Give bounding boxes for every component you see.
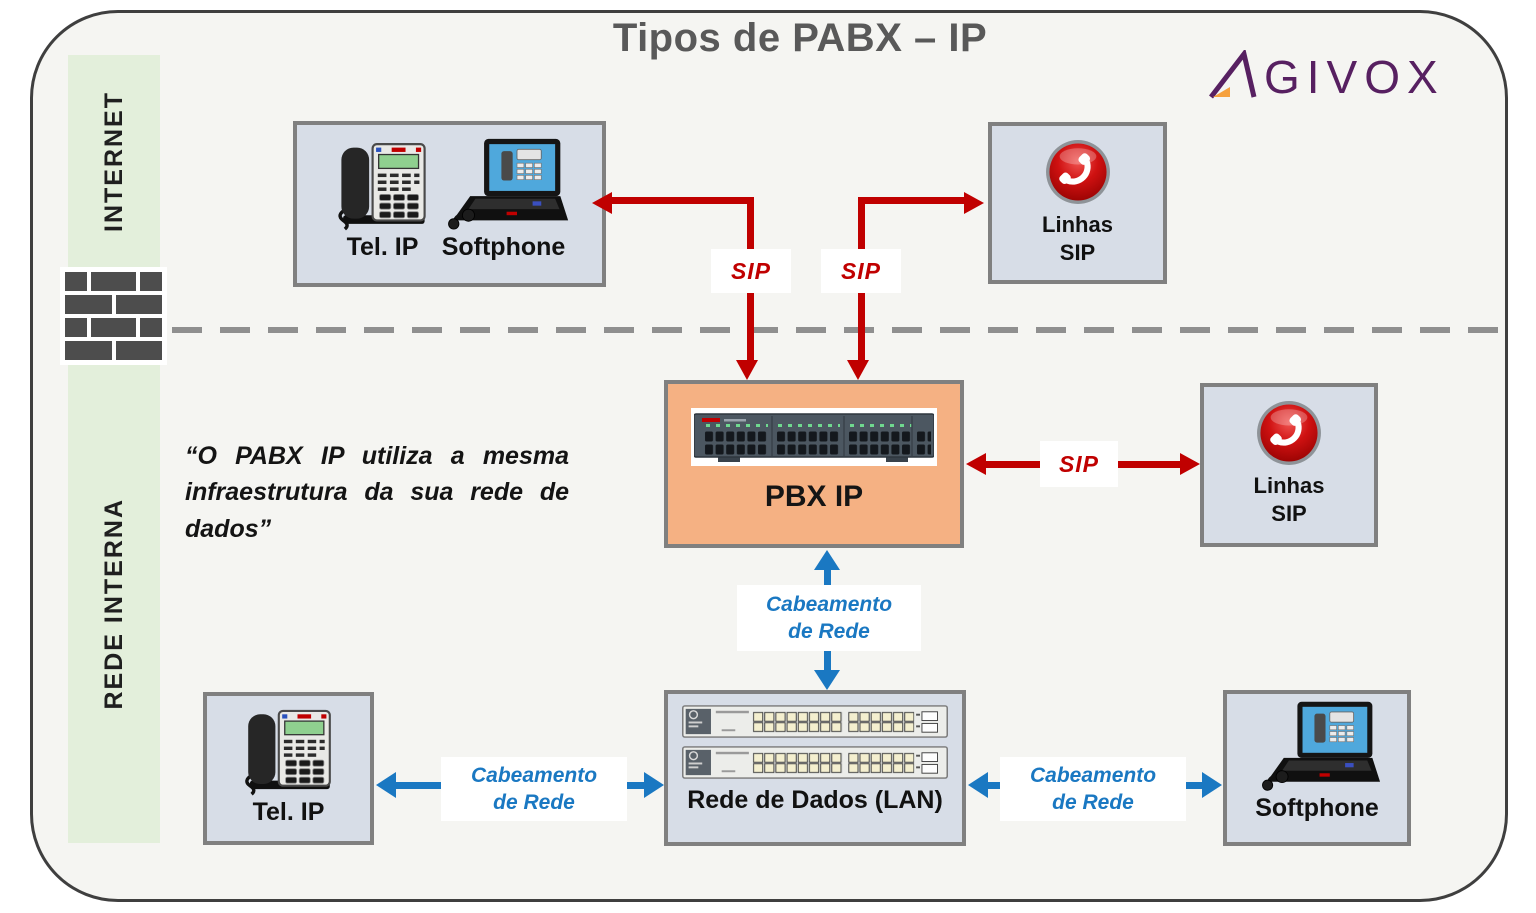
pbx-device-image: [691, 408, 937, 466]
firewall-brick-row: [65, 318, 162, 337]
cabling-label-left: Cabeamento de Rede: [441, 757, 627, 821]
sip-connection-label-left: SIP: [711, 249, 791, 293]
cabling-label-vertical: Cabeamento de Rede: [737, 585, 921, 651]
tel-ip-device: Tel. IP: [331, 137, 435, 262]
cabling-label-line2: de Rede: [788, 620, 870, 643]
firewall-brick: [115, 295, 162, 314]
tel-ip-label: Tel. IP: [346, 233, 419, 261]
ip-phone-icon: [337, 143, 426, 231]
firewall-brick: [139, 318, 162, 337]
network-boundary-dashed-line: [172, 327, 1502, 333]
cabling-label-line2: de Rede: [1052, 791, 1134, 814]
firewall-brick: [115, 341, 162, 360]
sip-arrowhead-right-icon: [1180, 453, 1200, 475]
firewall-brick-row: [65, 341, 162, 360]
internal-network-zone-band: REDE INTERNA: [68, 365, 160, 843]
pbx-quote-text: “O PABX IP utiliza a mesma infraestrutur…: [185, 442, 569, 543]
firewall-brick: [91, 318, 136, 337]
cabling-label-line1: Cabeamento: [1029, 763, 1157, 787]
firewall-brick: [91, 272, 136, 291]
cabling-arrowhead-left-icon: [968, 772, 988, 798]
node-sip-lines-top: Linhas SIP: [988, 122, 1167, 284]
cabling-label-right: Cabeamento de Rede: [1000, 757, 1186, 821]
sip-lines-top-line1: Linhas: [1042, 212, 1113, 237]
sip-lines-top-line2: SIP: [1059, 239, 1096, 265]
cabling-label-line2: de Rede: [493, 791, 575, 814]
node-tel-ip-softphone: Tel. IP Softphone: [293, 121, 606, 287]
cabling-arrowhead-right-icon: [1202, 772, 1222, 798]
network-switch-icon: [682, 746, 948, 779]
sip-arrowhead-left-icon: [592, 192, 612, 214]
sip-arrow-topleft-hline: [612, 197, 752, 204]
internet-zone-label: INTERNET: [99, 91, 128, 232]
sip-lines-right-line1: Linhas: [1253, 473, 1325, 498]
node-sip-lines-right: Linhas SIP: [1200, 383, 1378, 547]
softphone-label: Softphone: [441, 233, 566, 261]
cabling-arrowhead-up-icon: [814, 550, 840, 570]
cabling-arrowhead-right-icon: [644, 772, 664, 798]
softphone-laptop-icon: [447, 138, 568, 230]
firewall-icon: [60, 267, 167, 365]
softphone-laptop-icon: [1262, 701, 1381, 791]
firewall-brick: [139, 272, 162, 291]
cabling-label-line1: Cabeamento: [765, 592, 893, 616]
ip-phone-icon: [244, 709, 331, 796]
cabling-label-line1: Cabeamento: [470, 763, 598, 787]
lan-label: Rede de Dados (LAN): [687, 786, 943, 814]
softphone-bottom-label: Softphone: [1255, 794, 1379, 822]
sip-lines-top-label: Linhas SIP: [1042, 211, 1113, 266]
node-lan: Rede de Dados (LAN): [664, 690, 966, 846]
sip-connection-label-middle: SIP: [1040, 441, 1118, 487]
agivox-logo: GIVOX: [1208, 50, 1445, 100]
sip-arrowhead-right-icon: [964, 192, 984, 214]
node-softphone-bottom: Softphone: [1223, 690, 1411, 846]
firewall-brick: [65, 295, 112, 314]
softphone-device: Softphone: [439, 137, 569, 262]
network-switch-icon: [682, 705, 948, 738]
node-pbx-ip: PBX IP: [664, 380, 964, 548]
firewall-brick: [65, 341, 112, 360]
sip-arrowhead-down-icon: [736, 360, 758, 380]
agivox-logo-a-icon: [1209, 50, 1257, 99]
internet-zone-band: INTERNET: [68, 55, 160, 268]
node-tel-ip-bottom: Tel. IP: [203, 692, 374, 845]
cabling-arrowhead-left-icon: [376, 772, 396, 798]
pbx-ip-label: PBX IP: [764, 480, 864, 513]
sip-arrowhead-left-icon: [966, 453, 986, 475]
sip-arrowhead-down-icon: [847, 360, 869, 380]
internal-network-zone-label: REDE INTERNA: [99, 498, 128, 710]
tel-ip-bottom-label: Tel. IP: [252, 798, 325, 826]
firewall-brick: [65, 272, 88, 291]
firewall-brick: [65, 318, 88, 337]
agivox-logo-text: GIVOX: [1264, 51, 1445, 103]
red-phone-circle-icon: [1045, 140, 1110, 204]
sip-connection-label-right: SIP: [821, 249, 901, 293]
firewall-brick-row: [65, 295, 162, 314]
red-phone-circle-icon: [1257, 401, 1321, 465]
sip-arrow-topright-hline: [862, 197, 964, 204]
firewall-brick-row: [65, 272, 162, 291]
cabling-arrowhead-down-icon: [814, 670, 840, 690]
page-title: Tipos de PABX – IP: [612, 16, 988, 60]
sip-lines-right-line2: SIP: [1271, 500, 1307, 526]
pbx-rack-icon: [694, 413, 934, 462]
sip-lines-right-label: Linhas SIP: [1254, 472, 1325, 527]
